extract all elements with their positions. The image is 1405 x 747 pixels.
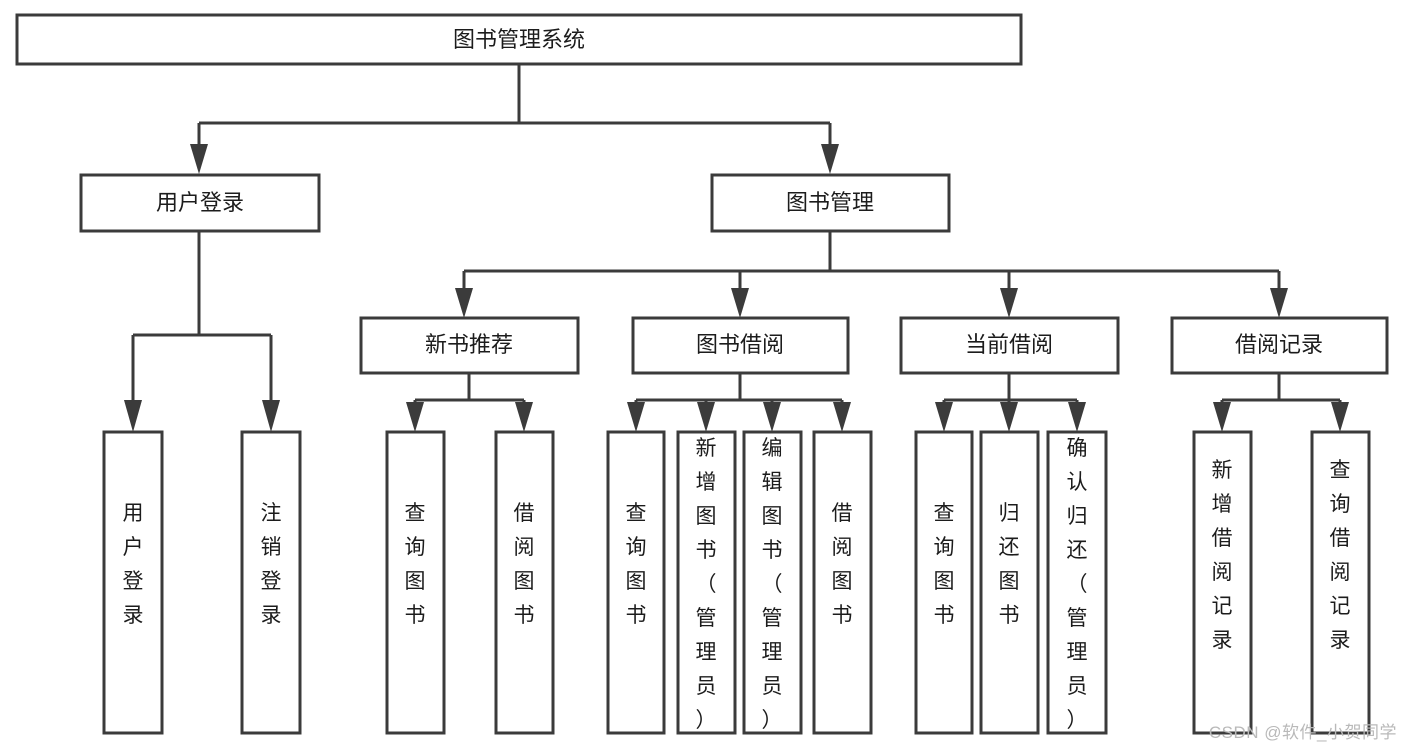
- node-current-borrow-box[interactable]: [899, 316, 1120, 375]
- leaf-box-8[interactable]: [812, 430, 873, 735]
- arrow-head-leaf-5: [627, 402, 645, 432]
- node-book-management-box[interactable]: [710, 173, 951, 233]
- leaf-box-9[interactable]: [914, 430, 974, 735]
- leaf-node[interactable]: 新增借阅记录: [1192, 430, 1253, 735]
- arrow-head-leaf-1: [124, 400, 142, 432]
- arrow-head-leaf-3: [406, 402, 424, 432]
- arrow-head-leaf-13: [1331, 402, 1349, 432]
- leaf-box-2[interactable]: [240, 430, 302, 735]
- node-user-login-label: 用户登录: [156, 190, 244, 215]
- node-new-book-recommend[interactable]: 新书推荐: [359, 316, 580, 375]
- arrow-head-leaf-10: [1000, 402, 1018, 432]
- arrow-head-leaf-11: [1068, 402, 1086, 432]
- arrow-head-leaf-4: [515, 402, 533, 432]
- node-borrow-record[interactable]: 借阅记录: [1170, 316, 1389, 375]
- leaf-node[interactable]: 编辑图书（管理员）: [742, 430, 803, 735]
- arrow-head-user-login: [190, 144, 208, 174]
- node-book-management[interactable]: 图书管理: [710, 173, 951, 233]
- connector-layer: [124, 64, 1349, 432]
- arrow-head-leaf-12: [1213, 402, 1231, 432]
- leaf-label-13: 查询借阅记录: [1330, 459, 1351, 652]
- node-new-book-recommend-label: 新书推荐: [425, 332, 513, 357]
- arrow-head-borrow-record: [1270, 288, 1288, 318]
- leaf-label-7: 编辑图书（管理员）: [762, 437, 783, 732]
- leaf-label-2: 注销登录: [261, 502, 282, 627]
- node-root-book-management-system[interactable]: 图书管理系统: [15, 13, 1023, 66]
- leaf-box-12[interactable]: [1192, 430, 1253, 735]
- leaf-node[interactable]: 借阅图书: [494, 430, 555, 735]
- arrow-head-book-manage: [821, 144, 839, 174]
- leaf-label-6: 新增图书（管理员）: [696, 437, 717, 732]
- arrow-head-current-borrow: [1000, 288, 1018, 318]
- arrow-head-leaf-8: [833, 402, 851, 432]
- arrow-head-book-borrow: [731, 288, 749, 318]
- arrow-head-leaf-9: [935, 402, 953, 432]
- node-root-box[interactable]: [15, 13, 1023, 66]
- leaf-label-5: 查询图书: [626, 502, 647, 627]
- leaf-label-8: 借阅图书: [832, 502, 853, 627]
- arrow-head-new-book: [455, 288, 473, 318]
- leaf-label-1: 用户登录: [123, 502, 144, 627]
- node-borrow-record-box[interactable]: [1170, 316, 1389, 375]
- leaf-label-10: 归还图书: [999, 502, 1020, 627]
- watermark-text: CSDN @软件_小贺同学: [1208, 723, 1397, 742]
- node-root-label: 图书管理系统: [453, 27, 585, 52]
- leaf-box-11[interactable]: [1046, 430, 1108, 735]
- node-current-borrow-label: 当前借阅: [965, 332, 1053, 357]
- node-borrow-record-label: 借阅记录: [1235, 332, 1323, 357]
- leaf-node[interactable]: 新增图书（管理员）: [676, 430, 737, 735]
- leaf-box-1[interactable]: [102, 430, 164, 735]
- leaf-label-4: 借阅图书: [514, 502, 535, 627]
- leaf-node[interactable]: 查询图书: [914, 430, 974, 735]
- node-book-borrow-label: 图书借阅: [696, 332, 784, 357]
- leaf-node[interactable]: 归还图书: [979, 430, 1040, 735]
- arrow-head-leaf-7: [763, 402, 781, 432]
- node-new-book-recommend-box[interactable]: [359, 316, 580, 375]
- node-user-login-box[interactable]: [79, 173, 321, 233]
- leaf-node[interactable]: 查询图书: [606, 430, 666, 735]
- node-book-borrow[interactable]: 图书借阅: [631, 316, 850, 375]
- leaf-label-3: 查询图书: [405, 502, 426, 627]
- leaf-label-12: 新增借阅记录: [1212, 459, 1233, 652]
- leaf-box-10[interactable]: [979, 430, 1040, 735]
- leaf-box-7[interactable]: [742, 430, 803, 735]
- leaf-node[interactable]: 查询图书: [385, 430, 446, 735]
- node-book-management-label: 图书管理: [786, 190, 874, 215]
- leaf-label-11: 确认归还（管理员）: [1067, 437, 1088, 732]
- leaf-node[interactable]: 借阅图书: [812, 430, 873, 735]
- leaf-box-13[interactable]: [1310, 430, 1371, 735]
- leaf-node[interactable]: 确认归还（管理员）: [1046, 430, 1108, 735]
- leaf-node[interactable]: 用户登录: [102, 430, 164, 735]
- arrow-head-leaf-6: [697, 402, 715, 432]
- leaf-box-3[interactable]: [385, 430, 446, 735]
- node-user-login[interactable]: 用户登录: [79, 173, 321, 233]
- node-current-borrow[interactable]: 当前借阅: [899, 316, 1120, 375]
- leaf-node[interactable]: 注销登录: [240, 430, 302, 735]
- leaf-box-5[interactable]: [606, 430, 666, 735]
- leaf-label-9: 查询图书: [934, 502, 955, 627]
- leaf-box-4[interactable]: [494, 430, 555, 735]
- node-book-borrow-box[interactable]: [631, 316, 850, 375]
- leaf-node[interactable]: 查询借阅记录: [1310, 430, 1371, 735]
- leaf-box-6[interactable]: [676, 430, 737, 735]
- arrow-head-leaf-2: [262, 400, 280, 432]
